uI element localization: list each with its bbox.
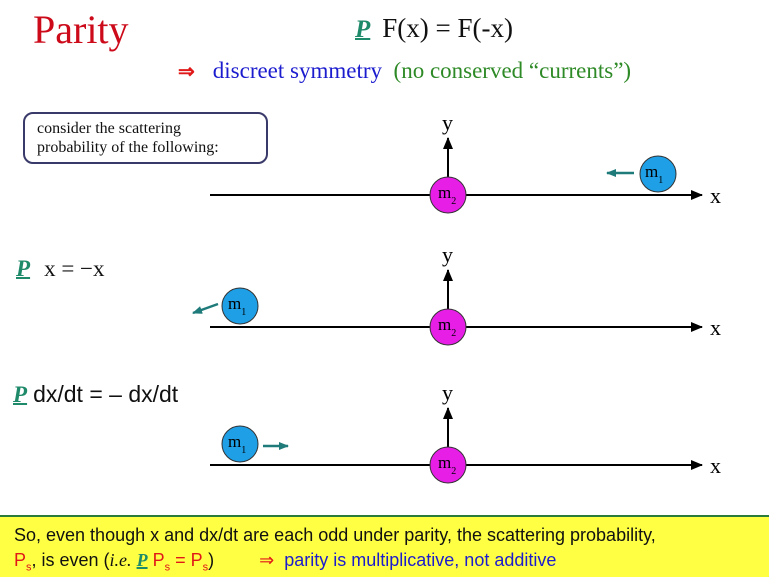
no-currents-note: (no conserved “currents”) (393, 58, 632, 83)
is-even-text: , is even ( (31, 550, 110, 570)
slide-title: Parity (33, 7, 129, 52)
m2-particle (429, 446, 467, 484)
parity-product-expression: Ps = Ps (152, 550, 209, 574)
parity-definition: P F(x) = F(-x) (355, 13, 513, 44)
multiplicative-conclusion: parity is multiplicative, not additive (284, 550, 557, 570)
m1-particle (221, 287, 259, 325)
m2-label: m2 (438, 315, 456, 339)
y-axis-label: y (442, 110, 453, 135)
ie-text: i.e. (109, 550, 132, 570)
implies-arrow-icon: ⇒ (259, 550, 275, 570)
x-axis-label: x (710, 183, 721, 208)
implies-arrow-icon: ⇒ (178, 61, 195, 83)
callout-line-1: consider the scattering (37, 120, 181, 137)
scattering-diagram-3: y x m2 m1 (210, 380, 721, 484)
m1-particle (221, 425, 259, 463)
velocity-transform-text: dx/dt = – dx/dt (33, 381, 179, 407)
scattering-probability-symbol: Ps (14, 550, 32, 574)
conclusion-line-2: Ps, is even (i.e. P Ps = Ps) ⇒ parity is… (14, 548, 769, 581)
discreet-symmetry-text: discreet symmetry (212, 58, 383, 83)
scattering-diagrams: y x m2 m1 y x m2 m1 y x m2 m1 (192, 110, 721, 484)
parity-operator: P (136, 550, 148, 570)
parity-operator: P (355, 16, 371, 43)
callout-line-2: probability of the following: (37, 139, 219, 156)
m1-label: m1 (228, 432, 246, 456)
parity-equation: F(x) = F(-x) (382, 13, 513, 43)
consider-callout: consider the scattering probability of t… (23, 112, 268, 164)
conclusion-box: So, even though x and dx/dt are each odd… (0, 515, 769, 577)
position-transform-text: x = −x (44, 256, 105, 281)
y-axis-label: y (442, 380, 453, 405)
parity-operator: P (13, 382, 28, 407)
scattering-diagram-1: y x m2 m1 (210, 110, 721, 214)
close-paren: ) (208, 550, 215, 570)
m2-label: m2 (438, 453, 456, 477)
m1-label: m1 (645, 162, 663, 186)
parity-operator: P (16, 256, 31, 281)
m2-particle (429, 176, 467, 214)
y-axis-label: y (442, 242, 453, 267)
conclusion-line-1: So, even though x and dx/dt are each odd… (14, 525, 656, 545)
m2-particle (429, 308, 467, 346)
scattering-diagram-2: y x m2 m1 (192, 242, 721, 346)
x-axis-label: x (710, 453, 721, 478)
m1-particle (639, 155, 677, 193)
m1-velocity-arrow (192, 302, 219, 315)
m2-label: m2 (438, 183, 456, 207)
x-axis-label: x (710, 315, 721, 340)
symmetry-line: ⇒ discreet symmetry (no conserved “curren… (178, 58, 631, 84)
m1-label: m1 (228, 294, 246, 318)
